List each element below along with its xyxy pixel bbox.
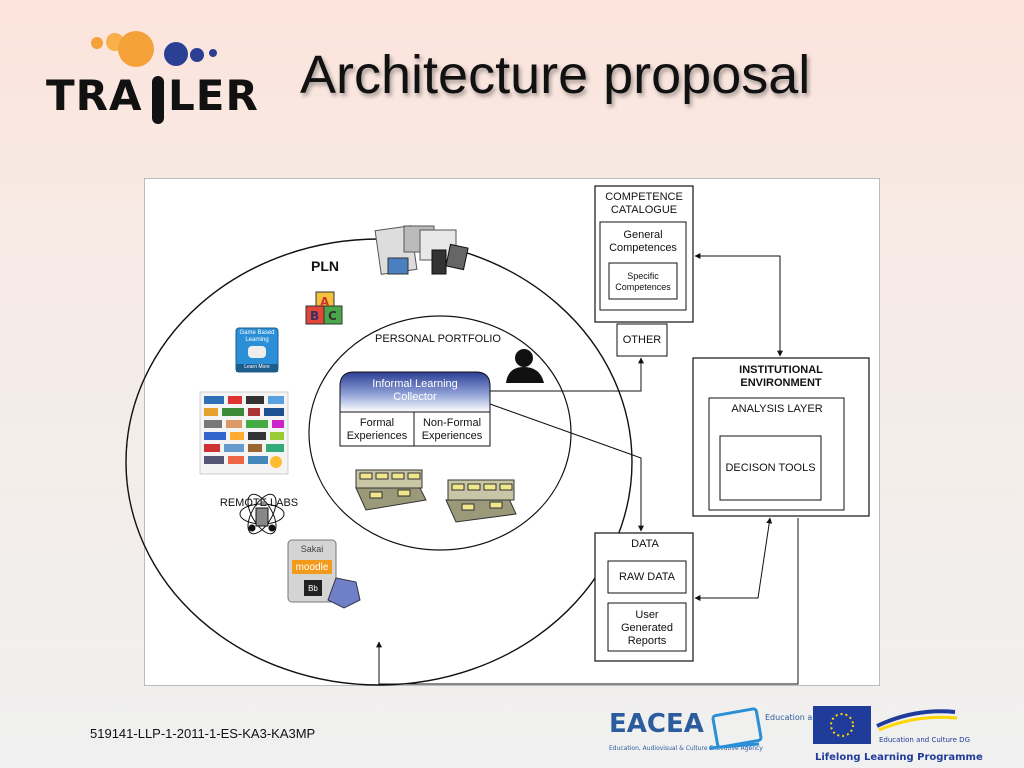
- svg-text:TRA: TRA: [46, 71, 143, 120]
- institution-to-pln-arrow: [376, 518, 799, 685]
- institutional-environment-label: INSTITUTIONAL ENVIRONMENT: [739, 364, 823, 389]
- swoosh-icon: [876, 709, 958, 732]
- slide-title: Architecture proposal: [300, 45, 811, 105]
- person-icon: [506, 349, 544, 383]
- raw-data-label: RAW DATA: [618, 571, 675, 583]
- filing-cabinet-icon-2: [445, 479, 517, 523]
- svg-text:LER: LER: [168, 71, 259, 120]
- devices-collage-icon: [374, 225, 469, 275]
- institution-data-arrow: [694, 517, 773, 601]
- web-tools-collage-icon: [199, 391, 289, 475]
- project-code: 519141-LLP-1-2011-1-ES-KA3-KA3MP: [90, 726, 316, 741]
- non-formal-experiences-box: [413, 411, 491, 447]
- pln-label: PLN: [311, 258, 339, 274]
- data-label: DATA: [631, 538, 659, 550]
- raw-data-box: [607, 560, 687, 594]
- filing-cabinet-icon-1: [355, 469, 427, 511]
- specific-competences-label: Specific Competences: [615, 271, 671, 292]
- eu-flag-icon: [813, 706, 871, 744]
- edu-culture-dg-label: Education and Culture DG: [879, 736, 970, 744]
- formal-experiences-label: Formal Experiences: [346, 417, 408, 442]
- decision-tools-label: DECISON TOOLS: [725, 462, 816, 474]
- learn-more-label: Learn More: [244, 364, 270, 370]
- eacea-caption: Education, Audiovisual & Culture Executi…: [609, 745, 763, 752]
- analysis-layer-label: ANALYSIS LAYER: [731, 403, 823, 415]
- eacea-logo-text: EACEA: [609, 709, 704, 739]
- lms-platforms-icon: [287, 539, 361, 609]
- remote-labs-icon: [239, 493, 285, 535]
- personal-portfolio-label: PERSONAL PORTFOLIO: [375, 333, 501, 345]
- monitor-icon: [708, 707, 763, 750]
- competence-catalogue-label: COMPETENCE CATALOGUE: [605, 191, 683, 216]
- decision-tools-box: [719, 435, 822, 501]
- collector-to-data-arrow: [489, 403, 644, 532]
- trailer-logo: TRA LER: [46, 31, 259, 124]
- eu-logos: EACEA Education, Audiovisual & Culture E…: [609, 706, 983, 763]
- user-reports-box: [607, 602, 687, 652]
- catalogue-institution-arrow: [694, 253, 783, 357]
- user-reports-label: User Generated Reports: [621, 609, 673, 647]
- edu-training-label: Education and Training: [765, 713, 857, 722]
- svg-text:C: C: [328, 309, 337, 323]
- sakai-label: Sakai: [300, 544, 324, 554]
- general-competences-label: General Competences: [609, 229, 677, 254]
- informal-collector-label: Informal Learning Collector: [372, 378, 458, 403]
- svg-text:B: B: [310, 309, 319, 323]
- collector-to-other-arrow: [490, 357, 644, 392]
- specific-competences-box: [608, 262, 678, 300]
- lifelong-learning-label: Lifelong Learning Programme: [815, 752, 983, 763]
- game-based-learning-label: Game Based Learning: [239, 330, 275, 343]
- game-based-learning-icon: [235, 327, 279, 373]
- non-formal-experiences-label: Non-Formal Experiences: [421, 417, 483, 442]
- svg-text:A: A: [320, 295, 330, 309]
- formal-experiences-box: [339, 411, 415, 447]
- abc-blocks-icon: A B C: [305, 291, 343, 325]
- other-label: OTHER: [622, 334, 662, 346]
- moodle-label: moodle: [295, 562, 329, 573]
- informal-collector-shape: [339, 371, 491, 413]
- bb-label: Bb: [308, 584, 318, 593]
- other-box: [616, 323, 668, 357]
- remote-labs-label: REMOTE LABS: [219, 497, 299, 509]
